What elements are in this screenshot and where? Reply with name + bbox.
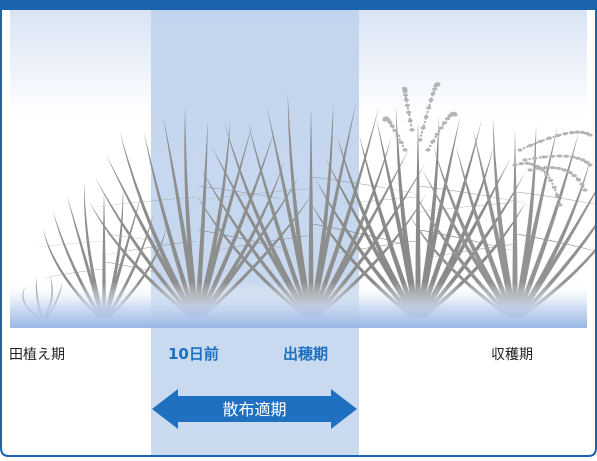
rice-grain (402, 93, 409, 97)
rice-grain (527, 168, 533, 172)
label-transplanting: 田植え期 (9, 347, 65, 363)
rice-grain (548, 178, 554, 182)
rice-grain (392, 128, 398, 133)
rice-grain (409, 128, 415, 132)
rice-grain (387, 120, 393, 125)
rice-grain (417, 138, 423, 142)
rice-grain (524, 161, 530, 165)
rice-grain (575, 178, 582, 182)
rice-grain (561, 168, 568, 172)
rice-grain (535, 165, 541, 169)
rice-grain (435, 83, 441, 87)
rice-grain (444, 117, 451, 121)
rice-grain (398, 140, 404, 145)
label-heading: 出穂期 (283, 345, 328, 363)
rice-grain (570, 155, 576, 159)
rice-leaf (415, 120, 421, 318)
rice-grain (434, 132, 440, 136)
rice-grain (569, 131, 575, 135)
application-period-arrow (152, 389, 357, 429)
rice-grain (438, 126, 444, 130)
rice-grain (546, 136, 553, 140)
rice-grain (587, 133, 593, 137)
rice-grain (562, 132, 568, 136)
rice-grain (528, 143, 534, 147)
rice-grain (406, 110, 412, 114)
rice-leaf (396, 106, 421, 319)
rice-grain (554, 194, 560, 198)
rice-grain (407, 119, 413, 123)
rice-grain (556, 166, 562, 170)
rice-grain (425, 148, 431, 152)
rice-leaf (184, 104, 200, 318)
rice-grain (549, 166, 555, 170)
rice-leaf (103, 188, 124, 318)
label-ten-days-before: 10日前 (168, 345, 219, 363)
rice-grain (557, 154, 563, 158)
rice-grain (555, 134, 561, 138)
rice-grain (541, 155, 547, 159)
rice-grain (420, 126, 426, 130)
rice-grain (512, 163, 518, 167)
rice-grain (575, 156, 581, 160)
rice-grain (582, 188, 588, 192)
rice-grain (452, 113, 458, 117)
rice-grain (532, 156, 538, 160)
rice-plants (22, 82, 597, 319)
rice-grain (432, 87, 438, 91)
rice-grain (441, 121, 448, 125)
rice-grain (426, 106, 432, 110)
rice-grain (522, 158, 528, 162)
rice-grain (382, 118, 388, 122)
rice-leaf (194, 120, 208, 319)
rice-grain (518, 162, 524, 166)
rice-grain (584, 160, 590, 164)
rice-grain (530, 162, 536, 166)
rice-grain (539, 168, 546, 172)
rice-grain (580, 158, 586, 162)
rice-grain (403, 98, 409, 102)
rice-leaf (492, 116, 518, 319)
rice-grain (430, 139, 436, 144)
rice-grain (579, 182, 585, 186)
rice-leaf (512, 129, 518, 318)
rice-grain (423, 115, 429, 119)
rice-grain (567, 170, 573, 174)
frame-top-bar (0, 0, 597, 10)
rice-grain (517, 148, 523, 152)
rice-grain (571, 174, 577, 178)
rice-leaf (416, 115, 461, 318)
rice-grain (389, 124, 395, 128)
rice-grain (557, 203, 563, 207)
rice-grain (574, 130, 581, 134)
rice-grain (430, 92, 436, 96)
rice-leaf (83, 182, 105, 318)
rice-grain (537, 139, 544, 143)
rice-grain (549, 154, 555, 158)
rice-grain (404, 103, 410, 107)
rice-grain (428, 98, 434, 102)
rice-grain (587, 163, 593, 167)
rice-grain (551, 185, 557, 189)
rice-grain (563, 154, 570, 158)
rice-leaf (308, 106, 314, 318)
rice-leaf (196, 122, 253, 319)
rice-grain (402, 88, 408, 92)
application-period-label: 散布適期 (222, 400, 286, 419)
rice-grain (402, 148, 408, 152)
label-harvest: 収穫期 (491, 347, 533, 363)
rice-grain (395, 134, 401, 138)
rice-grain (544, 173, 550, 177)
rice-grain (579, 130, 586, 134)
paddy-water (10, 282, 587, 328)
rice-grain (542, 166, 549, 170)
